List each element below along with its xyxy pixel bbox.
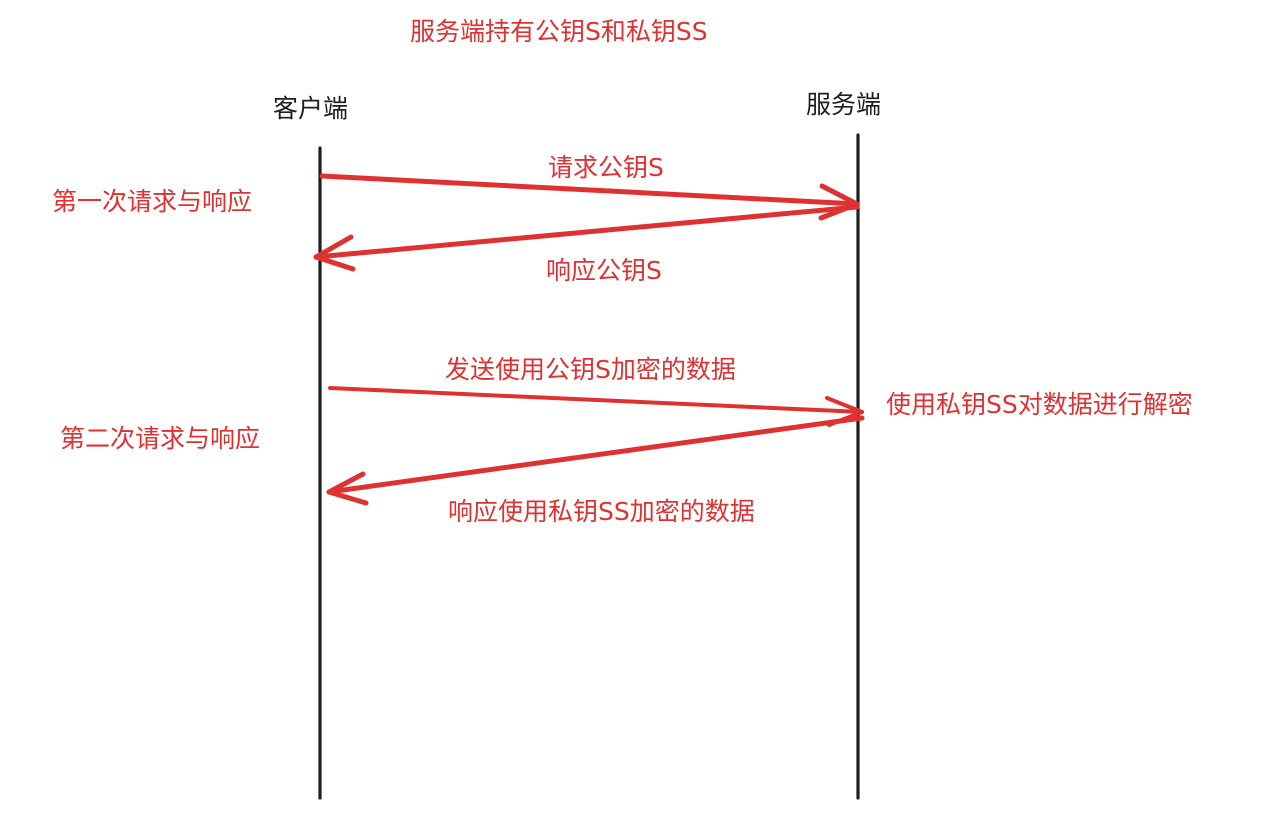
phase-label-first: 第一次请求与响应 <box>52 187 253 216</box>
server-lifeline <box>856 133 861 800</box>
phase-label-second: 第二次请求与响应 <box>60 424 261 453</box>
actor-client-label: 客户端 <box>273 94 349 123</box>
diagram-title: 服务端持有公钥S和私钥SS <box>410 17 708 46</box>
message-label-send-encrypted-data: 发送使用公钥S加密的数据 <box>445 355 736 384</box>
arrow-response-encrypted-data <box>326 415 865 506</box>
message-label-request-public-key: 请求公钥S <box>548 153 664 182</box>
message-label-response-encrypted-data: 响应使用私钥SS加密的数据 <box>448 497 755 526</box>
actor-server-label: 服务端 <box>806 90 882 119</box>
client-lifeline <box>318 146 323 800</box>
arrow-request-public-key <box>319 173 860 221</box>
arrow-send-encrypted-data <box>328 386 864 427</box>
arrow-response-public-key <box>313 204 860 272</box>
note-server-decrypt: 使用私钥SS对数据进行解密 <box>886 390 1193 419</box>
message-label-response-public-key: 响应公钥S <box>546 256 662 285</box>
